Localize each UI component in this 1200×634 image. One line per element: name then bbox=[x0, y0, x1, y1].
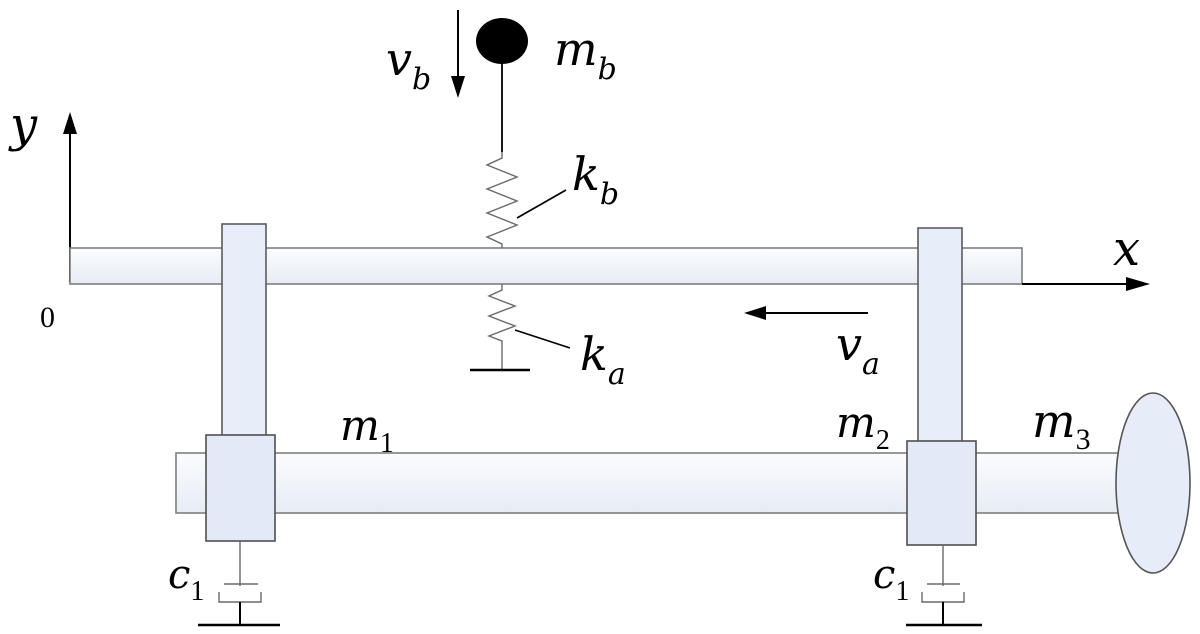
mb-label: mb bbox=[554, 22, 617, 87]
c1-left-label: c1 bbox=[168, 552, 204, 607]
m3-label: m3 bbox=[1032, 394, 1091, 456]
velocity-vb-arrow bbox=[451, 10, 465, 98]
m1-label: m1 bbox=[340, 401, 394, 459]
moving-mass-b bbox=[476, 18, 528, 152]
right-block bbox=[906, 440, 977, 546]
kb-label: kb bbox=[572, 147, 619, 212]
right-damper bbox=[906, 545, 982, 627]
origin-label: 0 bbox=[40, 301, 55, 334]
c1-right-label: c1 bbox=[873, 552, 909, 607]
right-support bbox=[906, 227, 977, 546]
y-axis-arrowhead bbox=[63, 112, 77, 134]
lower-beam bbox=[175, 452, 1127, 514]
right-post bbox=[917, 227, 963, 443]
x-axis-label: x bbox=[1113, 221, 1140, 277]
va-label: va bbox=[836, 317, 880, 382]
vb-label: vb bbox=[386, 32, 431, 97]
left-damper bbox=[198, 541, 280, 627]
spring-ka bbox=[487, 284, 517, 370]
left-support bbox=[205, 223, 276, 542]
mass-mb-ball bbox=[476, 18, 528, 64]
wheel-m3 bbox=[1115, 392, 1191, 574]
spring-kb bbox=[485, 152, 519, 248]
x-axis bbox=[1022, 277, 1150, 291]
ka-label: ka bbox=[580, 327, 626, 392]
left-post bbox=[221, 223, 267, 437]
velocity-va-arrow bbox=[744, 306, 868, 320]
y-axis-label: y bbox=[8, 97, 38, 153]
left-block bbox=[205, 434, 276, 542]
upper-beam bbox=[69, 247, 1023, 285]
x-axis-arrowhead bbox=[1126, 277, 1150, 291]
kb-leader bbox=[516, 189, 567, 219]
ka-leader bbox=[514, 329, 571, 349]
m2-label: m2 bbox=[836, 398, 890, 456]
